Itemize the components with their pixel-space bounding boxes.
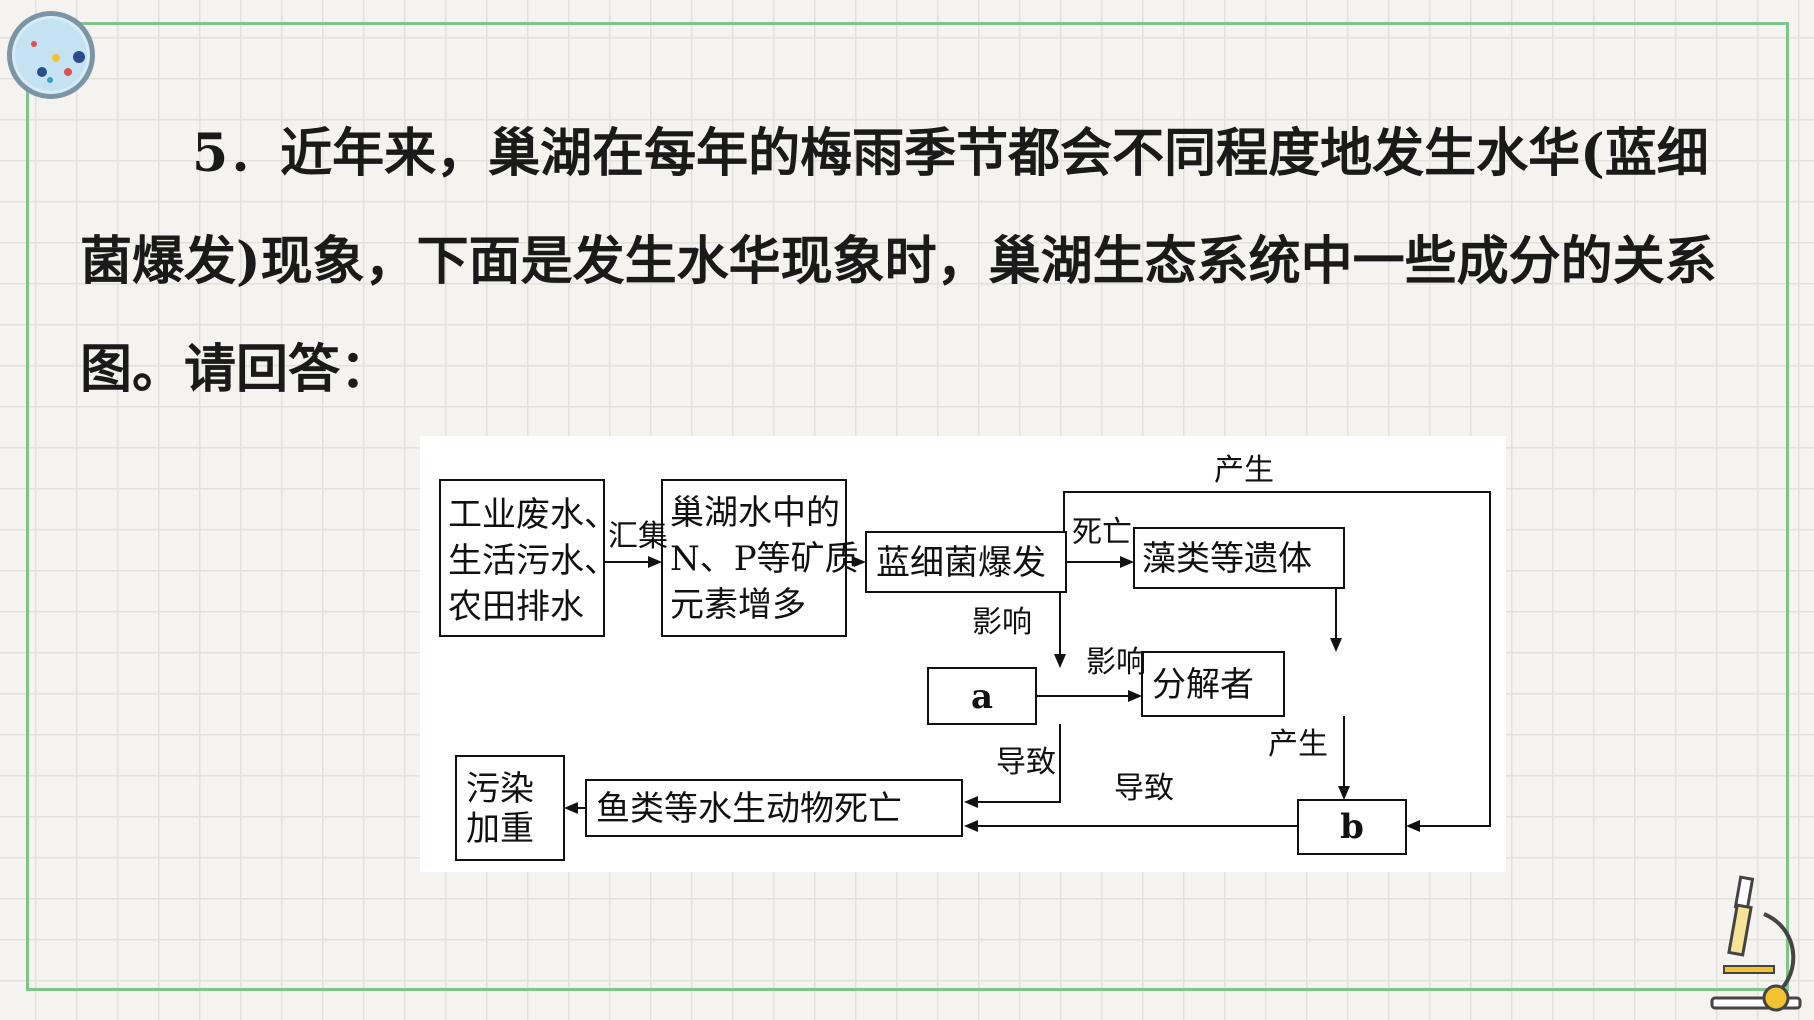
fish-death-box xyxy=(585,779,963,837)
label-produce-top: 产生 xyxy=(1214,453,1274,488)
sources-line-3: 农田排水 xyxy=(448,587,584,627)
label-influence-1: 影响 xyxy=(972,605,1032,640)
sources-line-2: 生活污水、 xyxy=(448,541,618,581)
question-text: 5．近年来，巢湖在每年的梅雨季节都会不同程度地发生水华(蓝细菌爆发)现象，下面是… xyxy=(80,123,1717,400)
arrow-cause-a xyxy=(976,724,1061,803)
label-cause-a: 导致 xyxy=(996,745,1056,780)
remains-box xyxy=(1133,527,1345,589)
decomposer-box xyxy=(1141,651,1285,717)
label-collect: 汇集 xyxy=(608,519,668,554)
arrow-produce-top xyxy=(1063,491,1491,827)
minerals-line-1: 巢湖水中的 xyxy=(670,493,840,533)
label-influence-2: 影响 xyxy=(1086,645,1146,680)
label-die: 死亡 xyxy=(1072,515,1132,550)
label-cause-b: 导致 xyxy=(1114,771,1174,806)
minerals-box xyxy=(661,479,847,637)
page-frame xyxy=(26,22,1789,991)
dots-badge-icon xyxy=(7,11,95,99)
pollution-line-1: 污染 xyxy=(466,769,534,809)
bloom-label: 蓝细菌爆发 xyxy=(876,543,1046,583)
b-label: b xyxy=(1340,807,1364,847)
a-label: a xyxy=(971,677,993,717)
a-box xyxy=(927,667,1037,725)
sources-line-1: 工业废水、 xyxy=(448,495,618,535)
decomposer-label: 分解者 xyxy=(1152,665,1254,705)
remains-label: 藻类等遗体 xyxy=(1142,539,1312,579)
sources-box xyxy=(439,479,605,637)
diagram-panel: 工业废水、 生活污水、 农田排水 巢湖水中的 N、P等矿质 元素增多 蓝细菌爆发… xyxy=(420,436,1506,872)
relationship-diagram: 工业废水、 生活污水、 农田排水 巢湖水中的 N、P等矿质 元素增多 蓝细菌爆发… xyxy=(439,453,1491,861)
pollution-line-2: 加重 xyxy=(466,809,534,849)
b-box xyxy=(1297,799,1407,855)
label-produce-b: 产生 xyxy=(1268,727,1328,762)
minerals-line-2: N、P等矿质 xyxy=(670,539,859,579)
minerals-line-3: 元素增多 xyxy=(670,585,806,625)
fish-death-label: 鱼类等水生动物死亡 xyxy=(596,789,902,829)
microscope-icon xyxy=(1710,875,1802,1012)
